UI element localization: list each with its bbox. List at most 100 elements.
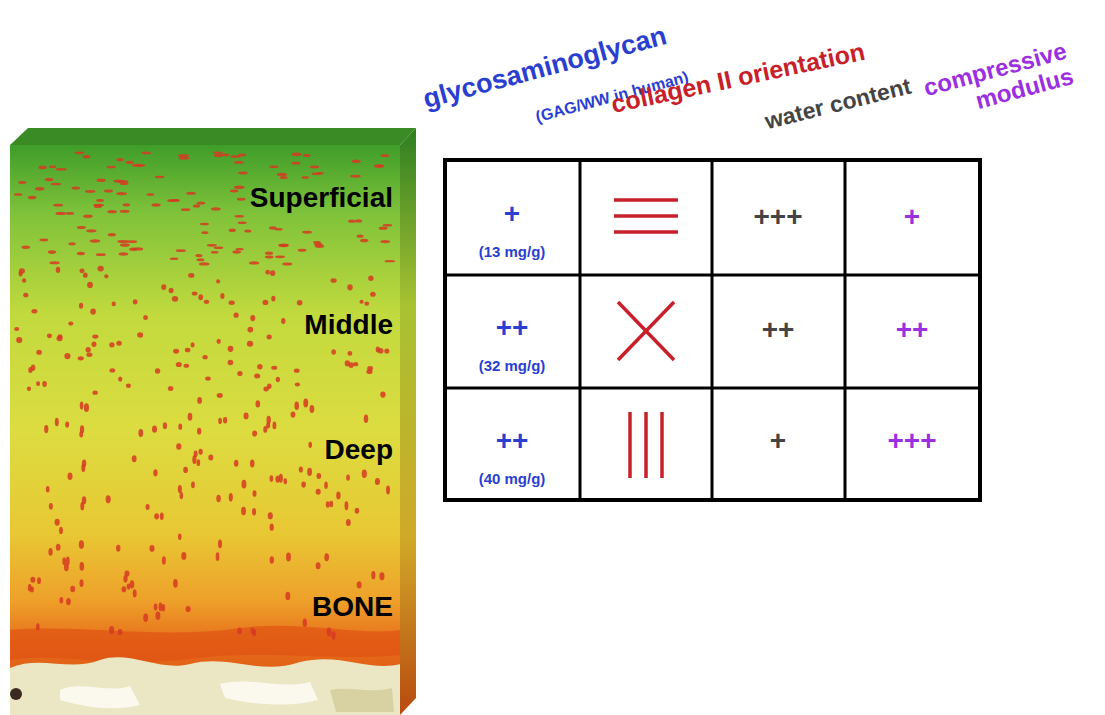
chondrocyte (265, 270, 269, 275)
chondrocyte (218, 418, 222, 424)
chondrocyte (197, 459, 201, 466)
chondrocyte (79, 268, 84, 273)
chondrocyte (234, 215, 244, 217)
chondrocyte (198, 294, 203, 300)
chondrocyte (271, 296, 275, 302)
chondrocyte (380, 240, 390, 243)
chondrocyte (108, 233, 116, 236)
chondrocyte (197, 428, 201, 435)
bone-marrow (60, 686, 140, 708)
chondrocyte (55, 519, 60, 526)
chondrocyte (30, 577, 35, 583)
chondrocyte (31, 309, 37, 313)
chondrocyte (364, 414, 368, 423)
chondrocyte (22, 278, 26, 282)
chondrocyte (146, 504, 150, 510)
table-cell: ++ (496, 426, 529, 457)
chondrocyte (138, 429, 143, 437)
chondrocyte (218, 540, 222, 549)
chondrocyte (282, 262, 292, 265)
chondrocyte (359, 300, 363, 304)
chondrocyte (202, 355, 207, 359)
chondrocyte (229, 493, 233, 502)
chondrocyte (154, 604, 158, 611)
chondrocyte (45, 178, 54, 181)
chondrocyte (106, 166, 116, 168)
table-rule (711, 160, 714, 500)
chondrocyte (360, 239, 368, 243)
chondrocyte (18, 181, 26, 184)
chondrocyte (77, 252, 85, 256)
chondrocyte (38, 166, 46, 170)
chondrocyte (132, 455, 137, 462)
chondrocyte (265, 255, 274, 258)
chondrocyte (107, 210, 117, 213)
chondrocyte (302, 231, 312, 234)
chondrocyte (376, 347, 380, 353)
chondrocyte (19, 268, 25, 274)
chondrocyte (86, 229, 96, 232)
chondrocyte (251, 628, 255, 634)
chondrocyte (357, 235, 364, 238)
chondrocyte (90, 239, 100, 242)
chondrocyte (237, 371, 242, 376)
chondrocyte (234, 186, 245, 190)
chondrocyte (353, 362, 358, 366)
chondrocyte (286, 553, 291, 562)
chondrocyte (36, 381, 40, 386)
chondrocyte (281, 318, 285, 324)
chondrocyte (55, 418, 59, 427)
column-header: water content (762, 74, 913, 135)
chondrocyte (364, 301, 369, 305)
collagen-orientation-symbols (614, 200, 678, 478)
chondrocyte (291, 162, 300, 165)
chondrocyte (267, 334, 272, 339)
chondrocyte (94, 205, 102, 208)
chondrocyte (310, 405, 315, 413)
chondrocyte (178, 533, 182, 540)
chondrocyte (172, 296, 178, 302)
chondrocyte (86, 347, 91, 353)
chondrocyte (205, 376, 211, 380)
chondrocyte (160, 513, 164, 520)
chondrocyte (278, 244, 288, 247)
chondrocyte (68, 322, 73, 326)
chondrocyte (330, 278, 336, 283)
chondrocyte (273, 422, 277, 430)
chondrocyte (266, 422, 270, 428)
cartilage-front (10, 145, 400, 715)
table-border (445, 160, 980, 500)
chondrocyte (347, 351, 352, 356)
chondrocyte (122, 586, 127, 592)
chondrocyte (291, 153, 302, 157)
chondrocyte (136, 164, 146, 167)
chondrocyte (49, 166, 56, 169)
chondrocyte (257, 364, 262, 369)
chondrocyte (214, 246, 224, 249)
chondrocyte (220, 293, 224, 299)
chondrocyte (133, 299, 138, 304)
collagen-vertical (644, 412, 648, 478)
chondrocyte (172, 199, 179, 201)
chondrocyte (186, 192, 196, 195)
chondrocyte (181, 208, 191, 211)
chondrocyte (28, 196, 37, 200)
chondrocyte (310, 166, 319, 169)
chondrocyte (92, 342, 97, 348)
chondrocyte (285, 592, 290, 600)
chondrocyte (269, 475, 273, 482)
zone-label: BONE (312, 592, 393, 623)
chondrocyte (188, 413, 193, 421)
chondrocyte (60, 597, 64, 604)
chondrocyte (316, 489, 321, 495)
chondrocyte (297, 300, 303, 305)
chondrocyte (37, 577, 41, 584)
table-cell: (13 mg/g) (479, 244, 546, 261)
collagen-parallel (614, 214, 678, 218)
chondrocyte (77, 226, 86, 229)
chondrocyte (284, 478, 288, 484)
bone-trabecula (330, 688, 394, 712)
chondrocyte (345, 360, 350, 366)
chondrocyte (80, 562, 85, 571)
